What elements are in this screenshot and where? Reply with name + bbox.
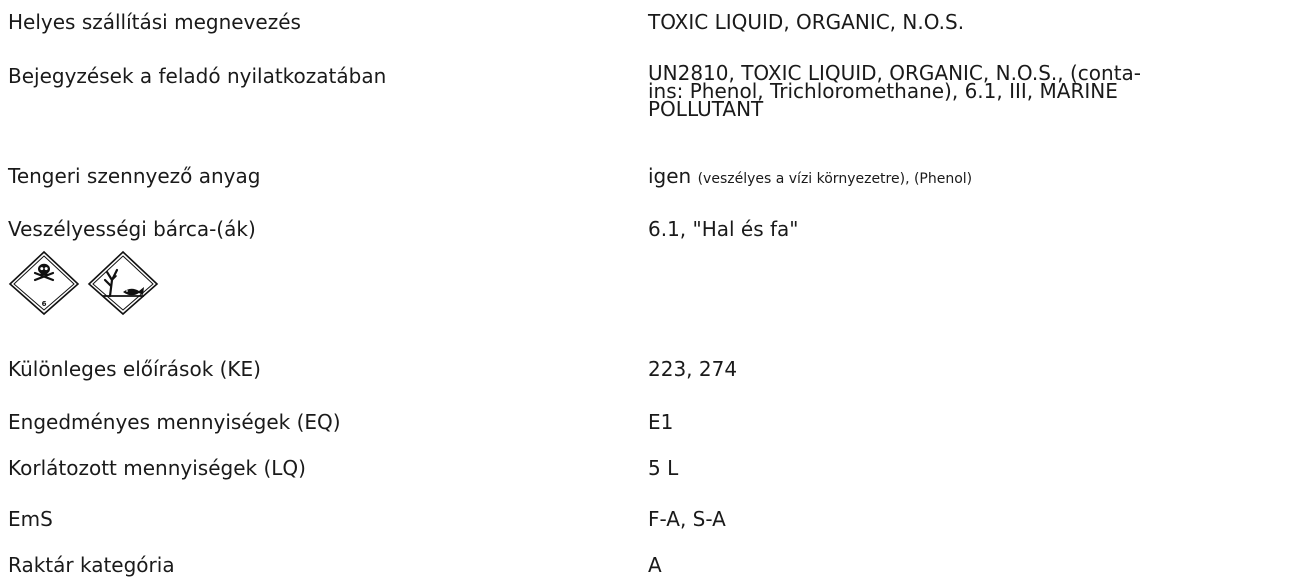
label-limited-quantities: Korlátozott mennyiségek (LQ) xyxy=(8,456,306,480)
value-line: UN2810, TOXIC LIQUID, ORGANIC, N.O.S., (… xyxy=(648,61,1142,85)
value-hazard-labels: 6.1, "Hal és fa" xyxy=(648,217,799,241)
hazard-pictograms: 6 xyxy=(6,250,176,316)
value-special-provisions: 223, 274 xyxy=(648,357,738,381)
value-stowage-category: A xyxy=(648,553,662,577)
label-excepted-quantities: Engedményes mennyiségek (EQ) xyxy=(8,410,341,434)
label-special-provisions: Különleges előírások (KE) xyxy=(8,357,261,381)
value-shipper-declaration: UN2810, TOXIC LIQUID, ORGANIC, N.O.S., (… xyxy=(648,61,1268,121)
hazard-pictograms-svg: 6 xyxy=(8,250,159,316)
value-marine-pollutant: igen (veszélyes a vízi környezetre), (Ph… xyxy=(648,164,1268,191)
toxic-class-number: 6 xyxy=(42,300,47,308)
value-marine-pollutant-main: igen xyxy=(648,164,692,188)
label-proper-shipping-name: Helyes szállítási megnevezés xyxy=(8,10,301,34)
label-ems: EmS xyxy=(8,507,53,531)
value-line: POLLUTANT xyxy=(648,97,764,121)
label-marine-pollutant: Tengeri szennyező anyag xyxy=(8,164,261,188)
value-excepted-quantities: E1 xyxy=(648,410,674,434)
label-hazard-labels: Veszélyességi bárca-(ák) xyxy=(8,217,256,241)
label-shipper-declaration: Bejegyzések a feladó nyilatkozatában xyxy=(8,64,387,88)
value-line: ins: Phenol, Trichloromethane), 6.1, III… xyxy=(648,79,1118,103)
value-ems: F-A, S-A xyxy=(648,507,726,531)
value-marine-pollutant-note: (veszélyes a vízi környezetre), (Phenol) xyxy=(697,171,973,187)
skull-crossbones-icon: 6 xyxy=(8,250,80,316)
value-limited-quantities: 5 L xyxy=(648,456,679,480)
dead-tree-fish-icon xyxy=(87,250,159,316)
value-proper-shipping-name: TOXIC LIQUID, ORGANIC, N.O.S. xyxy=(648,10,965,34)
label-stowage-category: Raktár kategória xyxy=(8,553,175,577)
